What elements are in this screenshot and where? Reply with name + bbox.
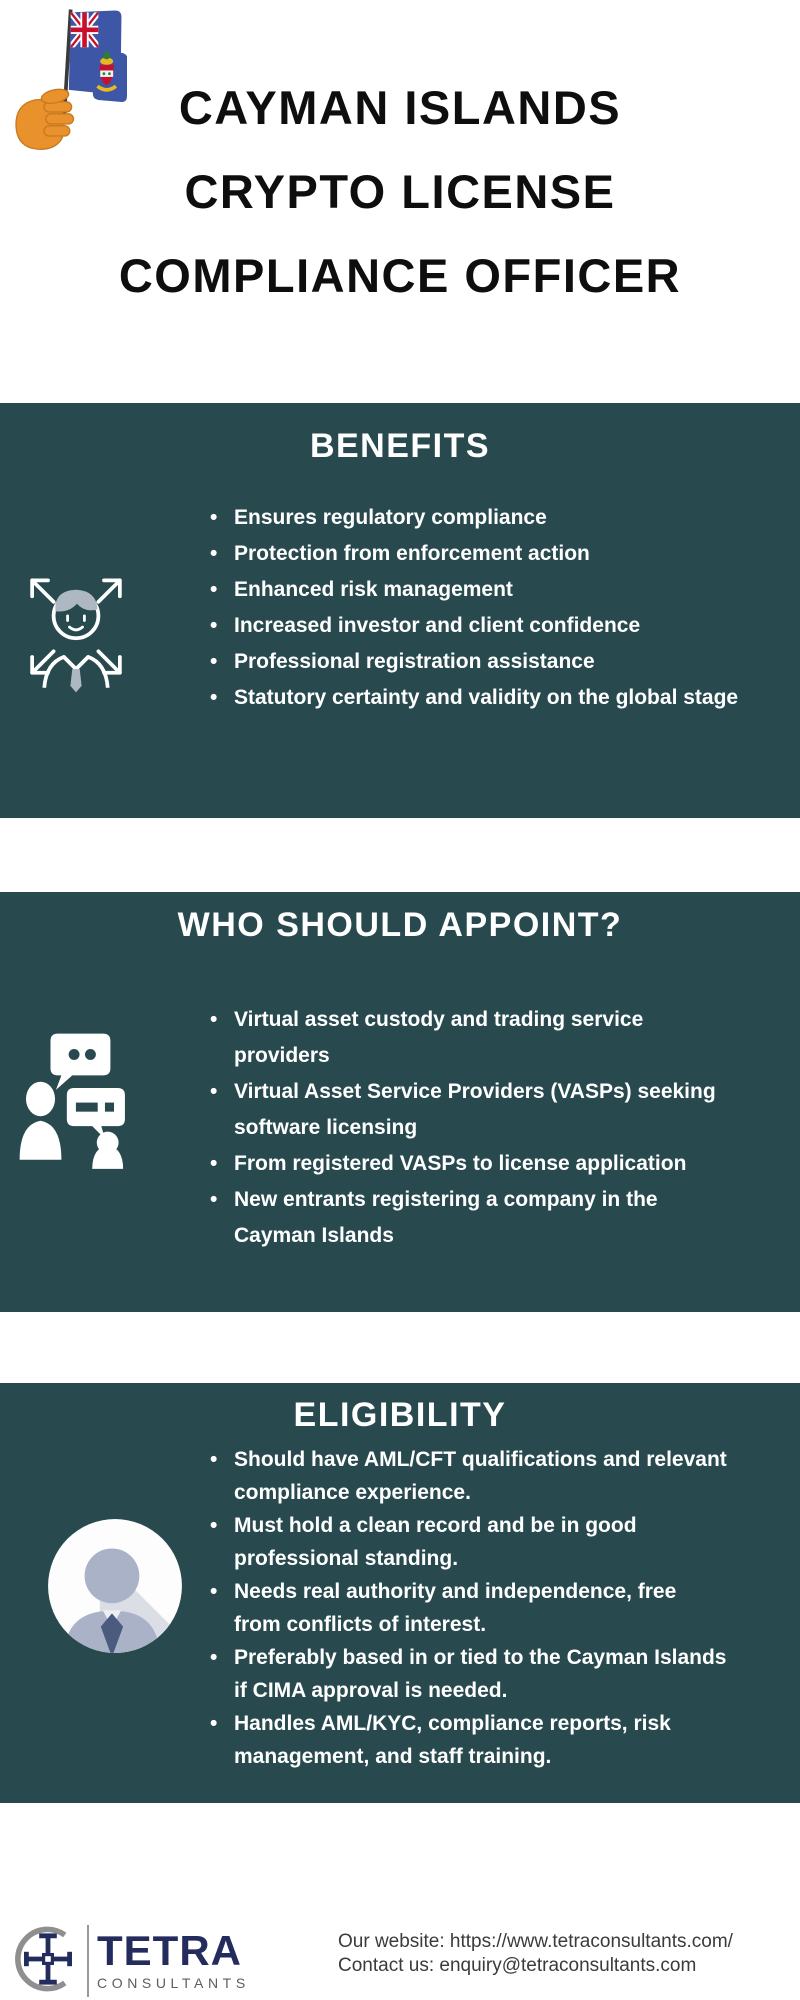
brand-subtitle: CONSULTANTS [97,1975,250,1991]
section-who-should-appoint: WHO SHOULD APPOINT? Virtual asset custod… [0,892,800,1312]
list-item: Must hold a clean record and be in good … [208,1509,728,1575]
contact-text: Contact us: enquiry@tetraconsultants.com [338,1955,697,1976]
section-title: ELIGIBILITY [293,1396,507,1434]
footer: TETRA CONSULTANTS Our website: https://w… [0,1803,800,2000]
list-item: Handles AML/KYC, compliance reports, ris… [208,1707,728,1773]
section-title: WHO SHOULD APPOINT? [177,906,623,944]
list-item: New entrants registering a company in th… [208,1182,738,1254]
list-item: Needs real authority and independence, f… [208,1575,728,1641]
section-benefits: BENEFITS Ensures regulatory compliance [0,403,800,818]
section-eligibility: ELIGIBILITY Should have AML/CFT qualific… [0,1383,800,1803]
list-item: Increased investor and client confidence [208,608,768,644]
section-title: BENEFITS [309,427,491,465]
list-item: Ensures regulatory compliance [208,500,768,536]
eligibility-list: Should have AML/CFT qualifications and r… [208,1443,728,1773]
benefits-list: Ensures regulatory compliance Protection… [208,500,768,716]
person-expand-arrows-icon [20,558,132,698]
conversation-people-icon [16,1026,134,1171]
brand-block: TETRA CONSULTANTS [97,1927,250,1992]
list-item: Virtual Asset Service Providers (VASPs) … [208,1074,738,1146]
page-title-line: CRYPTO LICENSE [184,165,616,218]
list-item: Protection from enforcement action [208,536,768,572]
contact-block: Our website: https://www.tetraconsultant… [338,1930,733,1978]
page-title: CAYMAN ISLANDS CRYPTO LICENSE COMPLIANCE… [0,66,800,318]
tetra-logo-icon [12,1920,84,1998]
page-title-line: CAYMAN ISLANDS [178,81,622,134]
who-should-appoint-list: Virtual asset custody and trading servic… [208,1002,738,1254]
list-item: From registered VASPs to license applica… [208,1146,738,1182]
page-title-line: COMPLIANCE OFFICER [118,249,682,302]
professional-avatar-icon [44,1515,186,1657]
brand-name: TETRA [97,1927,242,1974]
list-item: Should have AML/CFT qualifications and r… [208,1443,728,1509]
list-item: Statutory certainty and validity on the … [208,680,768,716]
list-item: Professional registration assistance [208,644,768,680]
logo-divider [87,1925,89,1997]
list-item: Preferably based in or tied to the Cayma… [208,1641,728,1707]
website-text: Our website: https://www.tetraconsultant… [338,1931,733,1952]
list-item: Virtual asset custody and trading servic… [208,1002,738,1074]
list-item: Enhanced risk management [208,572,768,608]
cayman-islands-flag-hand-icon [7,4,128,154]
